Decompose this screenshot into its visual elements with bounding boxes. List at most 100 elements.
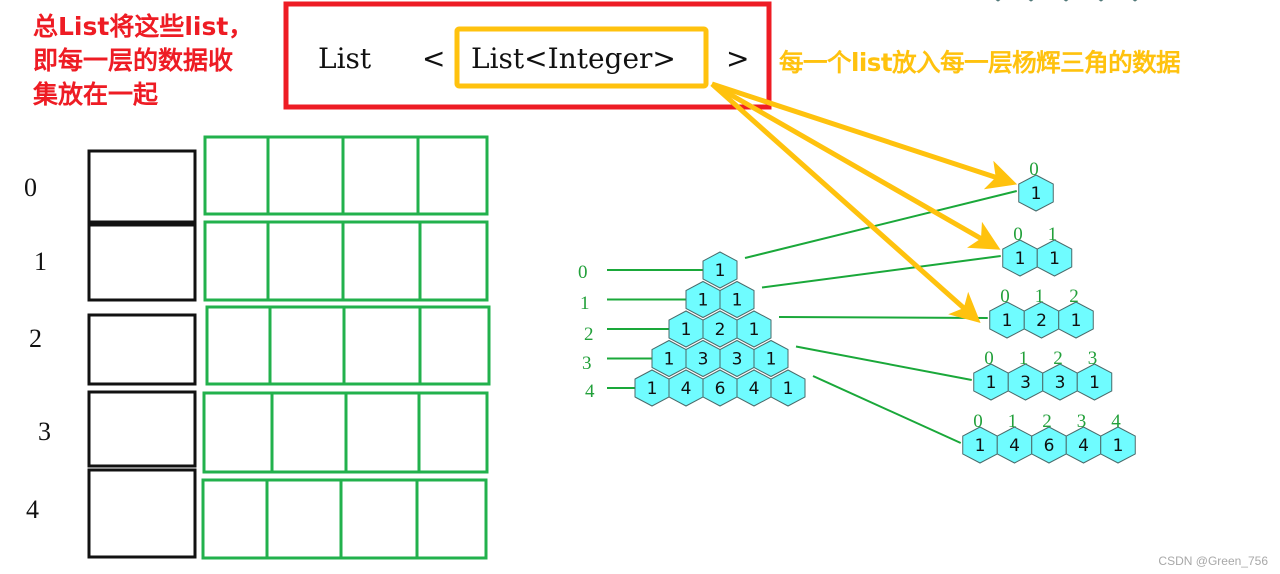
outer-type-label: List: [318, 42, 372, 75]
separated-cell-value: 1: [1113, 436, 1124, 456]
outer-list-slot: [87, 223, 197, 302]
triangle-cell-value: 1: [698, 291, 709, 311]
separated-hex-cell: [1058, 301, 1094, 339]
separated-column-index: 4: [1111, 411, 1121, 432]
triangle-cell-value: 1: [664, 350, 675, 370]
separated-hex-cell: [1100, 426, 1136, 464]
row-mapping-connector: [812, 375, 962, 444]
row-mapping-connector: [778, 316, 988, 319]
inner-list-box: [454, 26, 709, 89]
cropped-hex-tip: [995, 0, 1001, 2]
outer-list-slot: [87, 468, 197, 559]
separated-cell-value: 3: [1020, 373, 1031, 393]
separated-column-index: 1: [1035, 286, 1045, 307]
triangle-cell-value: 6: [715, 379, 726, 399]
separated-cell-value: 1: [1071, 311, 1082, 331]
yellow-arrow: [710, 81, 1001, 250]
separated-column-index: 2: [1069, 286, 1079, 307]
triangle-cell-value: 2: [715, 320, 726, 340]
yellow-arrow: [711, 81, 1018, 190]
separated-column-index: 1: [1008, 411, 1018, 432]
inner-type-label: List<Integer>: [471, 42, 676, 75]
cropped-hex-tip: [1028, 0, 1034, 2]
separated-column-index: 0: [973, 411, 983, 432]
storage-row-index: 1: [34, 247, 47, 276]
outer-list-annotation: 总List将这些list， 即每一层的数据收 集放在一起: [33, 12, 254, 109]
triangle-hex-cell: [770, 369, 806, 407]
separated-cell-value: 1: [986, 373, 997, 393]
triangle-row-label: 4: [585, 381, 595, 402]
inner-list-row: [203, 135, 489, 216]
inner-list-annotation: 每一个list放入每一层杨辉三角的数据: [779, 48, 1181, 77]
storage-row-index: 3: [38, 417, 51, 446]
separated-cell-value: 1: [1049, 249, 1060, 269]
separated-cell-value: 1: [1015, 249, 1026, 269]
close-bracket: >: [726, 42, 749, 75]
watermark: CSDN @Green_756: [1158, 554, 1268, 568]
inner-list-row: [205, 305, 491, 386]
storage-row-index: 0: [24, 173, 37, 202]
outer-list-slot: [87, 390, 197, 468]
outer-list-slot: [87, 149, 197, 224]
inner-list-row: [201, 478, 488, 560]
open-bracket: <: [422, 42, 445, 75]
separated-column-index: 2: [1053, 348, 1063, 369]
triangle-cell-value: 1: [647, 379, 658, 399]
separated-cell-value: 2: [1036, 311, 1047, 331]
cropped-hexagon-row: [995, 0, 1138, 2]
separated-cell-value: 6: [1044, 436, 1055, 456]
outer-list-box: [283, 1, 772, 110]
triangle-cell-value: 4: [749, 379, 760, 399]
separated-cell-value: 1: [1002, 311, 1013, 331]
separated-column-index: 0: [984, 348, 994, 369]
cropped-hex-tip: [1063, 0, 1069, 2]
row-mapping-connector: [744, 190, 1017, 259]
triangle-hex-cell: [753, 339, 789, 378]
separated-column-index: 1: [1019, 348, 1029, 369]
separated-column-index: 0: [1013, 224, 1023, 245]
triangle-row-label: 3: [582, 353, 592, 374]
separated-cell-value: 4: [1009, 436, 1020, 456]
separated-column-index: 0: [1029, 159, 1039, 180]
separated-hex-cell: [1036, 239, 1073, 277]
separated-hex-cell: [1018, 174, 1054, 212]
triangle-cell-value: 3: [698, 350, 709, 370]
triangle-cell-value: 1: [783, 379, 794, 399]
separated-cell-value: 1: [975, 436, 986, 456]
separated-column-index: 3: [1077, 411, 1087, 432]
triangle-row-label: 0: [578, 262, 588, 283]
triangle-cell-value: 1: [732, 291, 743, 311]
separated-column-index: 0: [1000, 286, 1010, 307]
cropped-hex-tip: [1098, 0, 1104, 2]
separated-cell-value: 4: [1078, 436, 1089, 456]
row-mapping-connector: [761, 255, 1001, 289]
storage-row-index: 2: [29, 324, 42, 353]
row-mapping-connector: [795, 345, 972, 381]
yellow-arrow: [710, 82, 981, 323]
triangle-row-labels: 0 1 2 3 4: [578, 262, 595, 402]
separated-column-index: 3: [1088, 348, 1098, 369]
triangle-cell-value: 1: [766, 350, 777, 370]
inner-list-row: [203, 220, 489, 302]
separated-cell-value: 1: [1031, 184, 1042, 204]
separated-column-index: 2: [1042, 411, 1052, 432]
triangle-row-label: 1: [580, 293, 590, 314]
triangle-hex-cell: [719, 280, 755, 319]
triangle-cell-value: 1: [749, 320, 760, 340]
separated-cell-value: 1: [1089, 373, 1100, 393]
outer-list-slot: [87, 313, 197, 386]
triangle-hex-cell: [736, 310, 772, 348]
yellow-arrows: [710, 81, 1018, 323]
connector-lines: [607, 190, 1017, 444]
triangle-cell-value: 1: [681, 320, 692, 340]
triangle-cell-value: 1: [715, 261, 726, 281]
triangle-cell-value: 3: [732, 350, 743, 370]
triangle-row-label: 2: [584, 324, 594, 345]
cropped-hex-tip: [1132, 0, 1138, 2]
separated-cell-value: 3: [1055, 373, 1066, 393]
